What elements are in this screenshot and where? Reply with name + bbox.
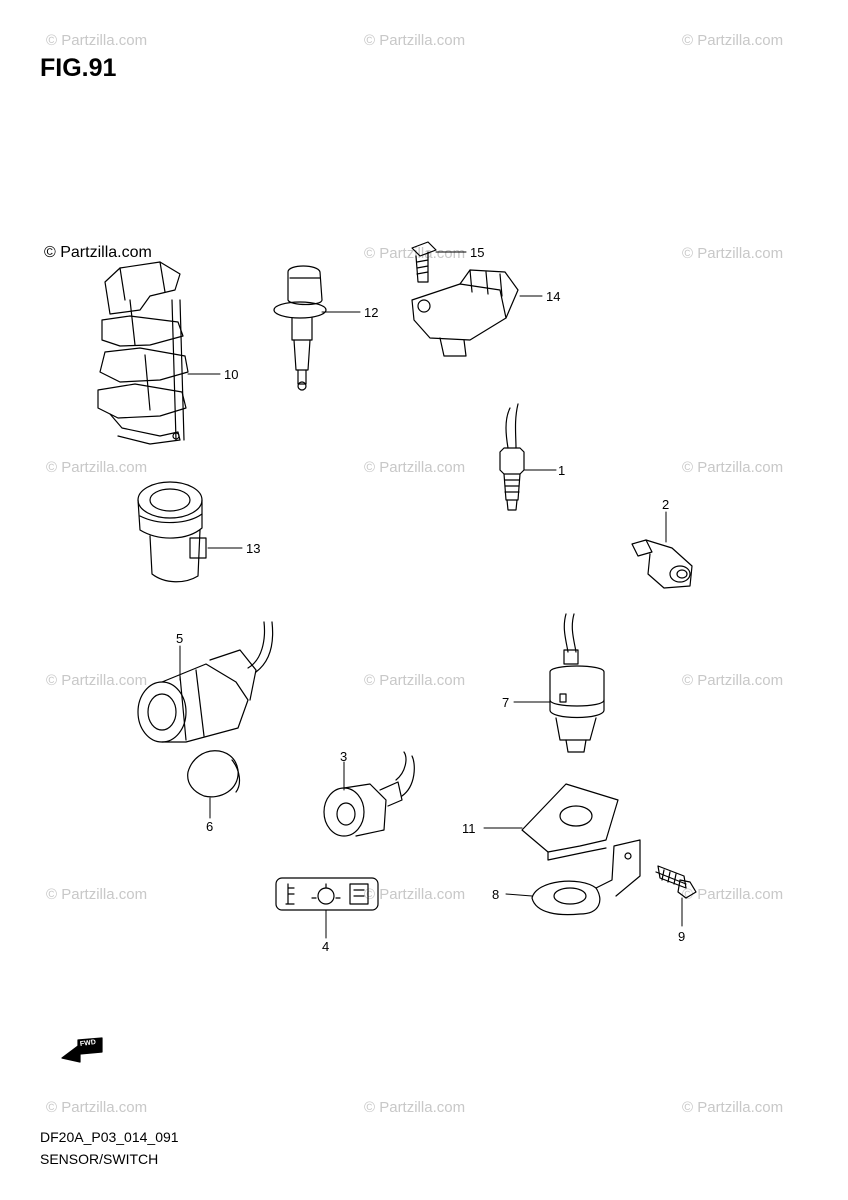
drawing-name: SENSOR/SWITCH: [40, 1151, 159, 1167]
callout-3: 3: [340, 749, 348, 764]
watermark: © Partzilla.com: [46, 672, 148, 689]
part-10-harness-bracket: [97, 261, 189, 445]
callout-4: 4: [322, 939, 330, 954]
watermark: © Partzilla.com: [364, 672, 466, 689]
callout-12: 12: [364, 305, 379, 320]
callout-15: 15: [470, 245, 485, 260]
callout-6: 6: [206, 819, 214, 834]
callout-11: 11: [462, 821, 476, 836]
watermark: © Partzilla.com: [364, 886, 466, 903]
watermark: © Partzilla.com: [364, 1099, 466, 1116]
callout-7: 7: [502, 695, 510, 710]
watermark-header: © Partzilla.com: [44, 244, 152, 261]
figure-title: FIG.91: [40, 54, 117, 82]
watermark: © Partzilla.com: [682, 672, 784, 689]
part-4-label-plate: [275, 877, 379, 911]
leader-lines: [179, 251, 683, 939]
part-7-pressure-switch: [549, 613, 605, 753]
part-1-sensor: [499, 403, 525, 511]
part-13-boot: [137, 481, 207, 583]
watermark: © Partzilla.com: [682, 459, 784, 476]
drawing-code: DF20A_P03_014_091: [40, 1129, 179, 1145]
watermark: © Partzilla.com: [46, 459, 148, 476]
callout-1: 1: [558, 463, 566, 478]
watermark: © Partzilla.com: [46, 32, 148, 49]
watermark: © Partzilla.com: [682, 1099, 784, 1116]
part-2-knock-sensor: [631, 539, 693, 589]
part-11-gasket: [521, 783, 619, 861]
watermark: © Partzilla.com: [46, 1099, 148, 1116]
callout-2: 2: [662, 497, 670, 512]
callout-13: 13: [246, 541, 261, 556]
watermark: © Partzilla.com: [364, 459, 466, 476]
part-15-bolt: [411, 241, 437, 283]
watermark: © Partzilla.com: [682, 245, 784, 262]
callout-10: 10: [224, 367, 239, 382]
watermark: © Partzilla.com: [46, 886, 148, 903]
part-5-connector-sensor: [137, 621, 274, 743]
callout-8: 8: [492, 887, 500, 902]
part-3-sensor: [323, 751, 415, 837]
part-8-bracket: [531, 839, 641, 916]
part-6-cap: [187, 750, 241, 798]
callout-5: 5: [176, 631, 184, 646]
watermark: © Partzilla.com: [364, 32, 466, 49]
watermark: © Partzilla.com: [682, 32, 784, 49]
watermark: © Partzilla.com: [682, 886, 784, 903]
callout-9: 9: [678, 929, 686, 944]
part-9-bolt: [655, 865, 697, 899]
part-12-sensor: [273, 265, 327, 391]
part-14-map-sensor: [411, 269, 519, 357]
watermark: © Partzilla.com: [364, 245, 466, 262]
fwd-arrow-icon: [61, 1037, 103, 1063]
callout-14: 14: [546, 289, 561, 304]
